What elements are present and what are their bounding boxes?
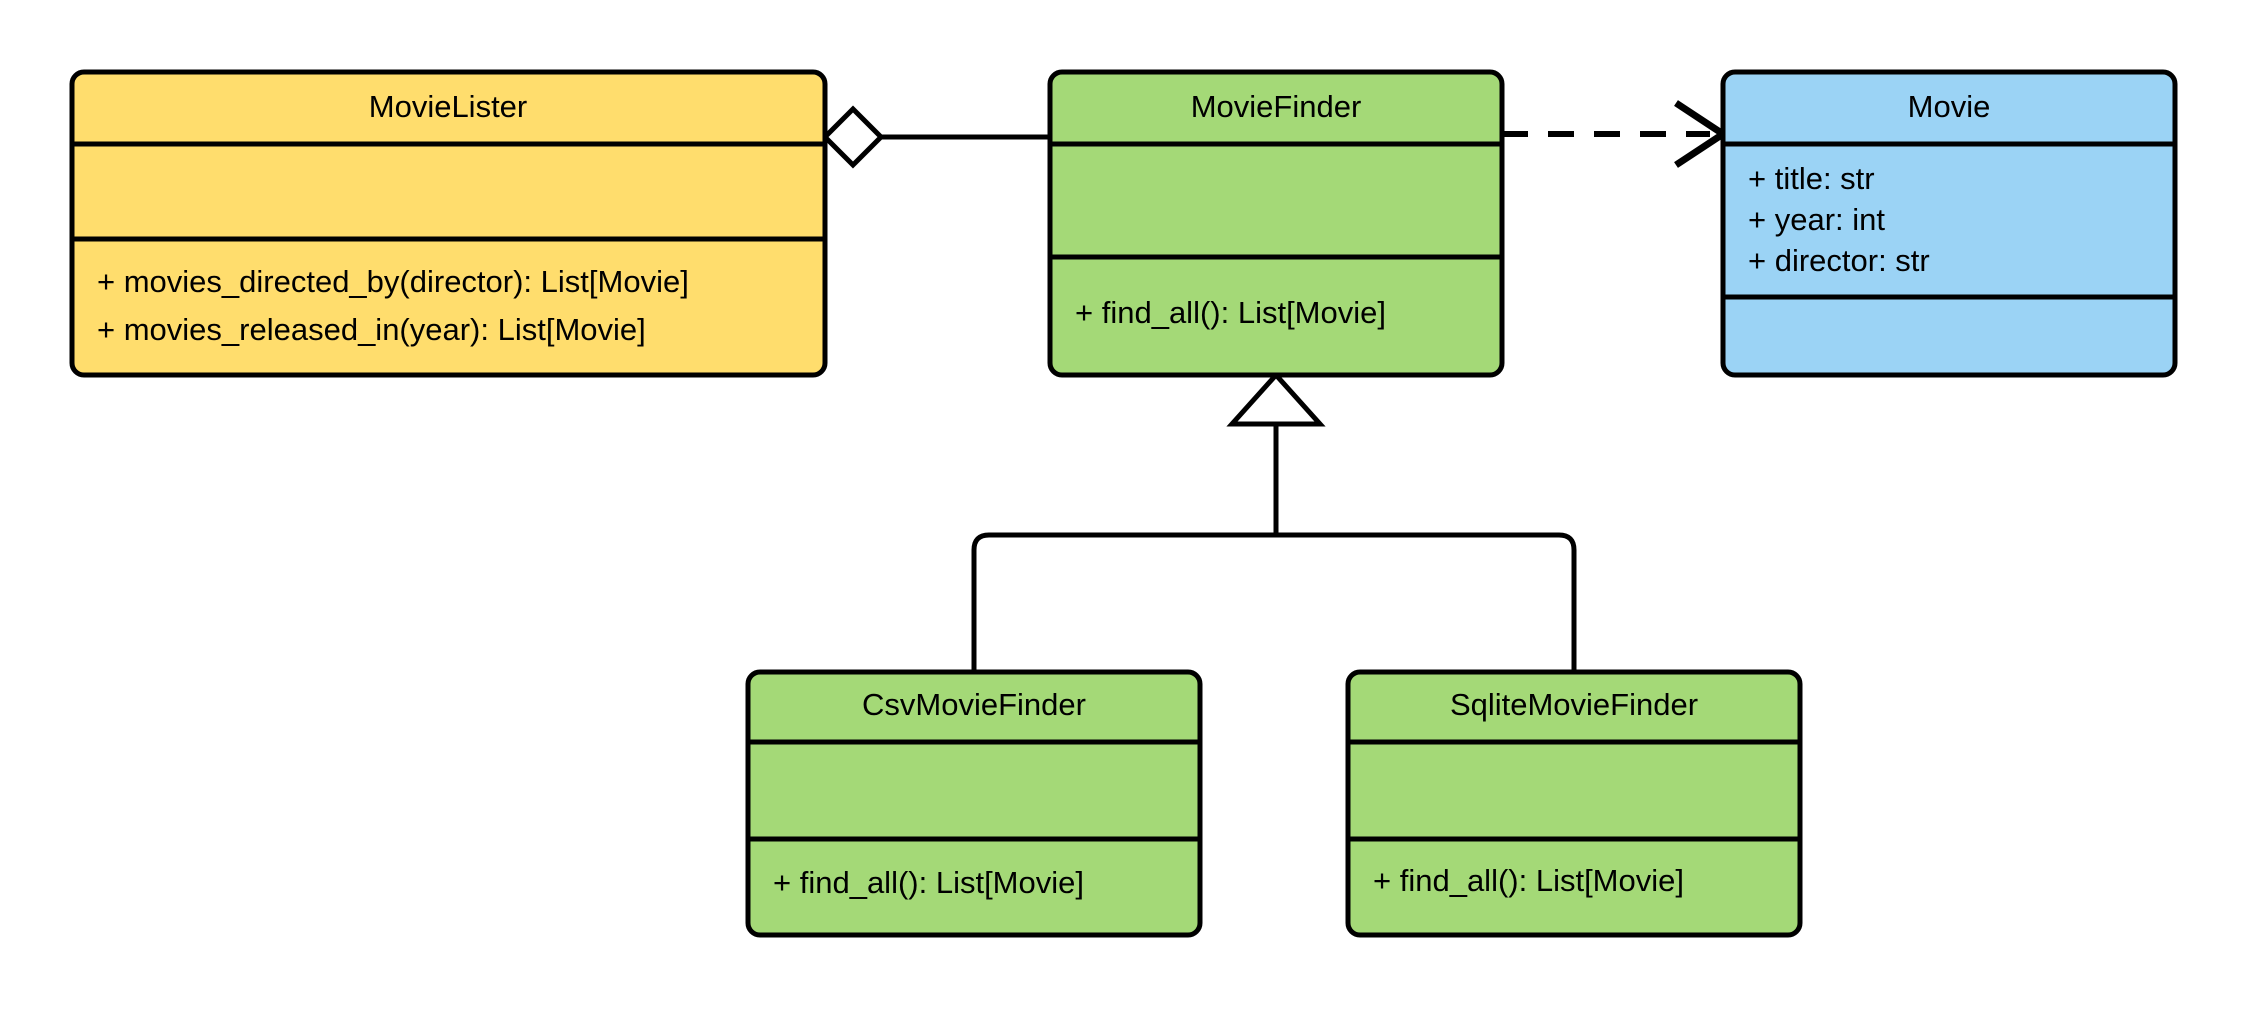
class-box-movie-lister[interactable]: MovieLister + movies_directed_by(directo…	[69, 69, 828, 378]
movie-finder-body	[1047, 69, 1505, 378]
class-box-csv-movie-finder[interactable]: CsvMovieFinder + find_all(): List[Movie]	[745, 669, 1203, 938]
csv-movie-finder-method-0: + find_all(): List[Movie]	[773, 865, 1084, 900]
csv-movie-finder-body	[745, 669, 1203, 938]
class-box-movie[interactable]: Movie + title: str + year: int + directo…	[1720, 69, 2178, 378]
hollow-triangle-icon	[1226, 371, 1326, 427]
movie-lister-body	[69, 69, 828, 378]
class-box-movie-finder[interactable]: MovieFinder + find_all(): List[Movie]	[1047, 69, 1505, 378]
movie-finder-method-0: + find_all(): List[Movie]	[1075, 295, 1386, 330]
movie-attribute-2: + director: str	[1748, 243, 1930, 278]
dependency-finder-movie[interactable]	[1502, 100, 1730, 168]
movie-lister-method-0: + movies_directed_by(director): List[Mov…	[97, 264, 689, 299]
hollow-diamond-icon	[821, 105, 885, 169]
generalization-branch-csv	[971, 532, 1276, 672]
class-box-sqlite-movie-finder[interactable]: SqliteMovieFinder + find_all(): List[Mov…	[1345, 669, 1803, 938]
movie-finder-title: MovieFinder	[1191, 89, 1362, 124]
movie-lister-method-1: + movies_released_in(year): List[Movie]	[97, 312, 646, 347]
sqlite-movie-finder-method-0: + find_all(): List[Movie]	[1373, 863, 1684, 898]
movie-attribute-0: + title: str	[1748, 161, 1875, 196]
sqlite-movie-finder-body	[1345, 669, 1803, 938]
generalization-branch-sqlite	[1276, 532, 1577, 672]
csv-movie-finder-title: CsvMovieFinder	[862, 687, 1086, 722]
generalization-fork[interactable]	[971, 371, 1577, 672]
sqlite-movie-finder-title: SqliteMovieFinder	[1450, 687, 1698, 722]
aggregation-lister-finder[interactable]	[821, 105, 1050, 169]
movie-title: Movie	[1908, 89, 1991, 124]
movie-attribute-1: + year: int	[1748, 202, 1885, 237]
movie-lister-title: MovieLister	[369, 89, 528, 124]
